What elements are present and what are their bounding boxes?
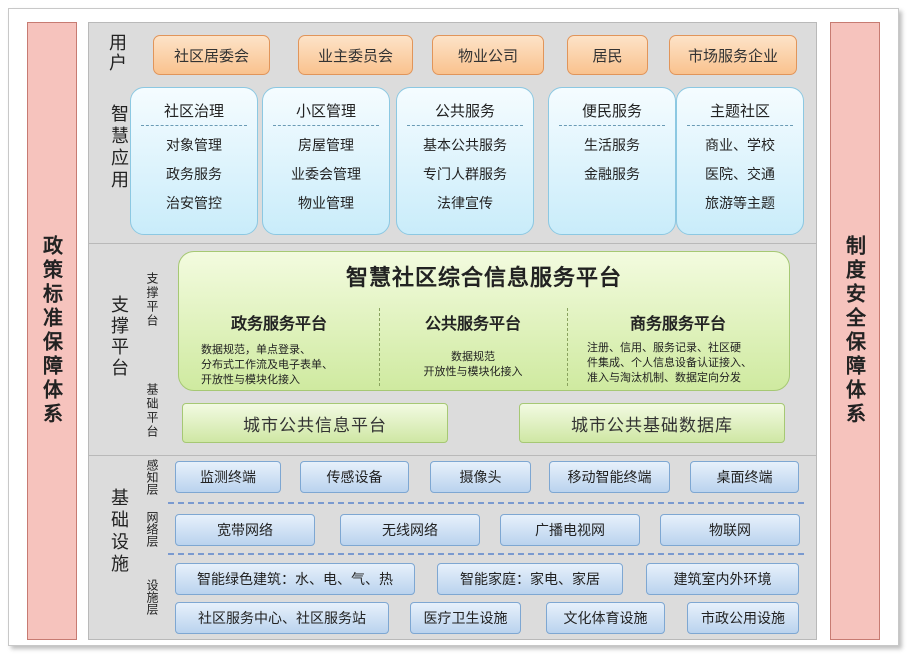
policy-standard-label: 政策标准保障体系 <box>39 235 64 427</box>
security-system-label: 制度安全保障体系 <box>842 235 867 427</box>
app-card-title: 便民服务 <box>559 100 665 126</box>
app-item: 对象管理 <box>166 138 222 154</box>
app-card-estate-management: 小区管理 房屋管理 业委会管理 物业管理 <box>262 87 390 235</box>
perception-mobile-terminal: 移动智能终端 <box>549 461 670 493</box>
perception-sensor-device: 传感设备 <box>300 461 409 493</box>
network-iot: 物联网 <box>660 514 800 546</box>
app-item: 房屋管理 <box>298 138 354 154</box>
facility-community-service-center: 社区服务中心、社区服务站 <box>175 602 389 634</box>
facility-culture-sports: 文化体育设施 <box>546 602 665 634</box>
government-platform-desc: 数据规范，单点登录、 分布式工作流及电子表单、 开放性与模块化接入 <box>201 342 333 387</box>
app-item: 法律宣传 <box>437 196 493 212</box>
support-sub-label-text: 支撑平台 <box>145 272 159 328</box>
layer-divider <box>168 502 804 504</box>
facility-smart-home: 智能家庭：家电、家居 <box>437 563 623 595</box>
desc-line: 数据规范 <box>451 350 495 363</box>
city-public-database: 城市公共基础数据库 <box>519 403 785 443</box>
support-label-text: 支撑平台 <box>108 295 129 379</box>
app-card-convenience-service: 便民服务 生活服务 金融服务 <box>548 87 676 235</box>
apps-label: 智慧应用 <box>106 104 130 192</box>
city-public-info-platform: 城市公共信息平台 <box>182 403 448 443</box>
infra-label: 基础设施 <box>106 488 130 576</box>
perception-camera: 摄像头 <box>430 461 531 493</box>
facility-green-building: 智能绿色建筑：水、电、气、热 <box>175 563 415 595</box>
perception-monitor-terminal: 监测终端 <box>175 461 281 493</box>
app-item: 生活服务 <box>584 138 640 154</box>
user-property-company: 物业公司 <box>432 35 544 75</box>
user-residents-committee: 社区居委会 <box>153 35 270 75</box>
network-broadband: 宽带网络 <box>175 514 315 546</box>
facility-layer-label: 设施层 <box>144 579 159 615</box>
desc-line: 分布式工作流及电子表单、 <box>201 358 333 371</box>
layer-divider <box>168 553 804 555</box>
perception-layer-label-text: 感知层 <box>145 459 159 495</box>
users-label: 用户 <box>104 33 128 73</box>
desc-line: 开放性与模块化接入 <box>201 373 300 386</box>
app-card-public-service: 公共服务 基本公共服务 专门人群服务 法律宣传 <box>396 87 534 235</box>
integrated-service-platform: 智慧社区综合信息服务平台 政务服务平台 数据规范，单点登录、 分布式工作流及电子… <box>178 251 790 391</box>
network-broadcast-tv: 广播电视网 <box>500 514 640 546</box>
business-platform-title: 商务服务平台 <box>629 314 726 333</box>
network-layer-label-text: 网络层 <box>145 511 159 547</box>
section-divider <box>379 308 380 386</box>
perception-desktop-terminal: 桌面终端 <box>690 461 799 493</box>
base-sub-label: 基础平台 <box>144 383 159 439</box>
app-card-community-governance: 社区治理 对象管理 政务服务 治安管控 <box>130 87 258 235</box>
desc-line: 注册、信用、服务记录、社区硬 <box>587 341 741 354</box>
app-item: 治安管控 <box>166 196 222 212</box>
apps-label-text: 智慧应用 <box>108 104 129 192</box>
app-card-title: 公共服务 <box>407 100 523 126</box>
section-divider <box>567 308 568 386</box>
support-sub-label: 支撑平台 <box>144 272 159 328</box>
base-sub-label-text: 基础平台 <box>145 383 159 439</box>
security-system-pillar: 制度安全保障体系 <box>830 22 880 640</box>
support-label: 支撑平台 <box>106 295 130 379</box>
network-wireless: 无线网络 <box>340 514 480 546</box>
user-market-service-enterprise: 市场服务企业 <box>669 35 797 75</box>
facility-municipal: 市政公用设施 <box>687 602 799 634</box>
app-item: 基本公共服务 <box>423 138 507 154</box>
government-platform-title: 政务服务平台 <box>230 314 327 333</box>
perception-layer-label: 感知层 <box>144 459 159 495</box>
network-layer-label: 网络层 <box>144 511 159 547</box>
facility-layer-label-text: 设施层 <box>145 579 159 615</box>
app-card-theme-community: 主题社区 商业、学校 医院、交通 旅游等主题 <box>676 87 804 235</box>
public-platform-title: 公共服务平台 <box>424 314 521 333</box>
platform-title: 智慧社区综合信息服务平台 <box>345 266 622 291</box>
user-residents: 居民 <box>567 35 648 75</box>
desc-line: 件集成、个人信息设备认证接入、 <box>587 356 752 369</box>
app-card-title: 小区管理 <box>273 100 379 126</box>
app-item: 物业管理 <box>298 196 354 212</box>
app-item: 旅游等主题 <box>705 196 775 212</box>
desc-line: 准入与淘汰机制、数据定向分发 <box>587 371 741 384</box>
app-item: 政务服务 <box>166 167 222 183</box>
policy-standard-pillar: 政策标准保障体系 <box>27 22 77 640</box>
infra-label-text: 基础设施 <box>108 488 129 576</box>
users-label-text: 用户 <box>106 33 127 73</box>
app-item: 商业、学校 <box>705 138 775 154</box>
app-item: 专门人群服务 <box>423 167 507 183</box>
public-platform-desc: 数据规范 开放性与模块化接入 <box>379 349 567 379</box>
app-item: 金融服务 <box>584 167 640 183</box>
business-platform-desc: 注册、信用、服务记录、社区硬 件集成、个人信息设备认证接入、 准入与淘汰机制、数… <box>587 340 752 385</box>
app-card-title: 社区治理 <box>141 100 247 126</box>
user-owners-committee: 业主委员会 <box>298 35 413 75</box>
app-card-title: 主题社区 <box>687 100 793 126</box>
app-item: 业委会管理 <box>291 167 361 183</box>
app-item: 医院、交通 <box>705 167 775 183</box>
desc-line: 开放性与模块化接入 <box>423 365 523 378</box>
facility-building-environment: 建筑室内外环境 <box>646 563 799 595</box>
desc-line: 数据规范，单点登录、 <box>201 343 311 356</box>
facility-medical: 医疗卫生设施 <box>410 602 521 634</box>
